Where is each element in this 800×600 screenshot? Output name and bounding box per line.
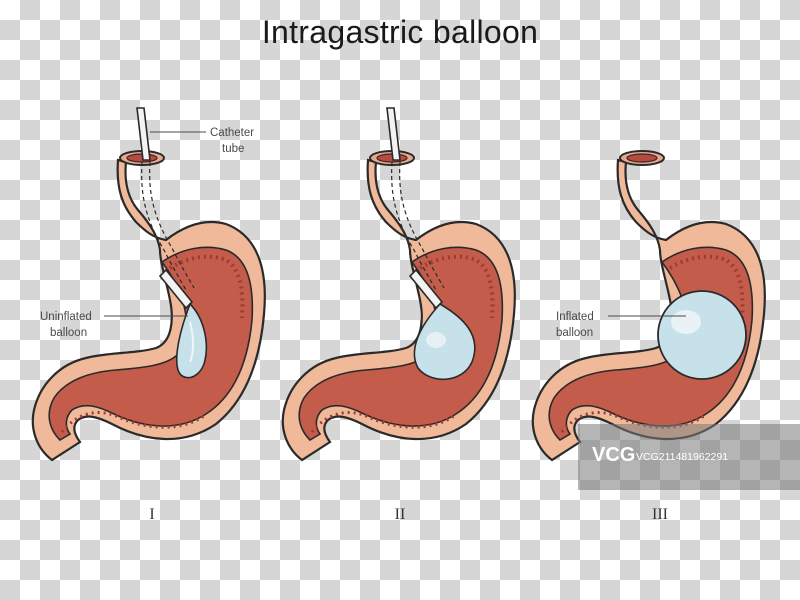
inflated-balloon [657,290,747,380]
stage-2-stomach [281,150,516,462]
catheter-label: Catheter tube [150,127,254,155]
uninflated-balloon-label: Uninflated balloon [40,311,188,339]
catheter-label-line-2: tube [222,143,244,155]
uninflated-label-line-2: balloon [50,327,87,339]
stage-3-numeral: III [652,506,668,523]
watermark-id: VCG211481962291 [636,451,729,463]
stage-1-numeral: I [149,506,155,523]
inflated-label-line-1: Inflated [556,311,594,323]
uninflated-label-line-1: Uninflated [40,311,92,323]
watermark: VCG VCG211481962291 [578,424,800,490]
diagram-title: Intragastric balloon [261,14,539,50]
catheter-label-line-1: Catheter [210,127,254,139]
inflated-balloon-label: Inflated balloon [556,311,686,339]
uninflated-balloon [175,302,208,379]
stage-3-stomach [531,150,766,462]
watermark-logo: VCG [592,444,636,466]
inflated-label-line-2: balloon [556,327,593,339]
stage-2-numeral: II [394,506,406,523]
catheter-tube-1 [136,107,194,310]
stage-1-stomach [31,150,266,462]
partially-inflated-balloon [413,302,476,381]
